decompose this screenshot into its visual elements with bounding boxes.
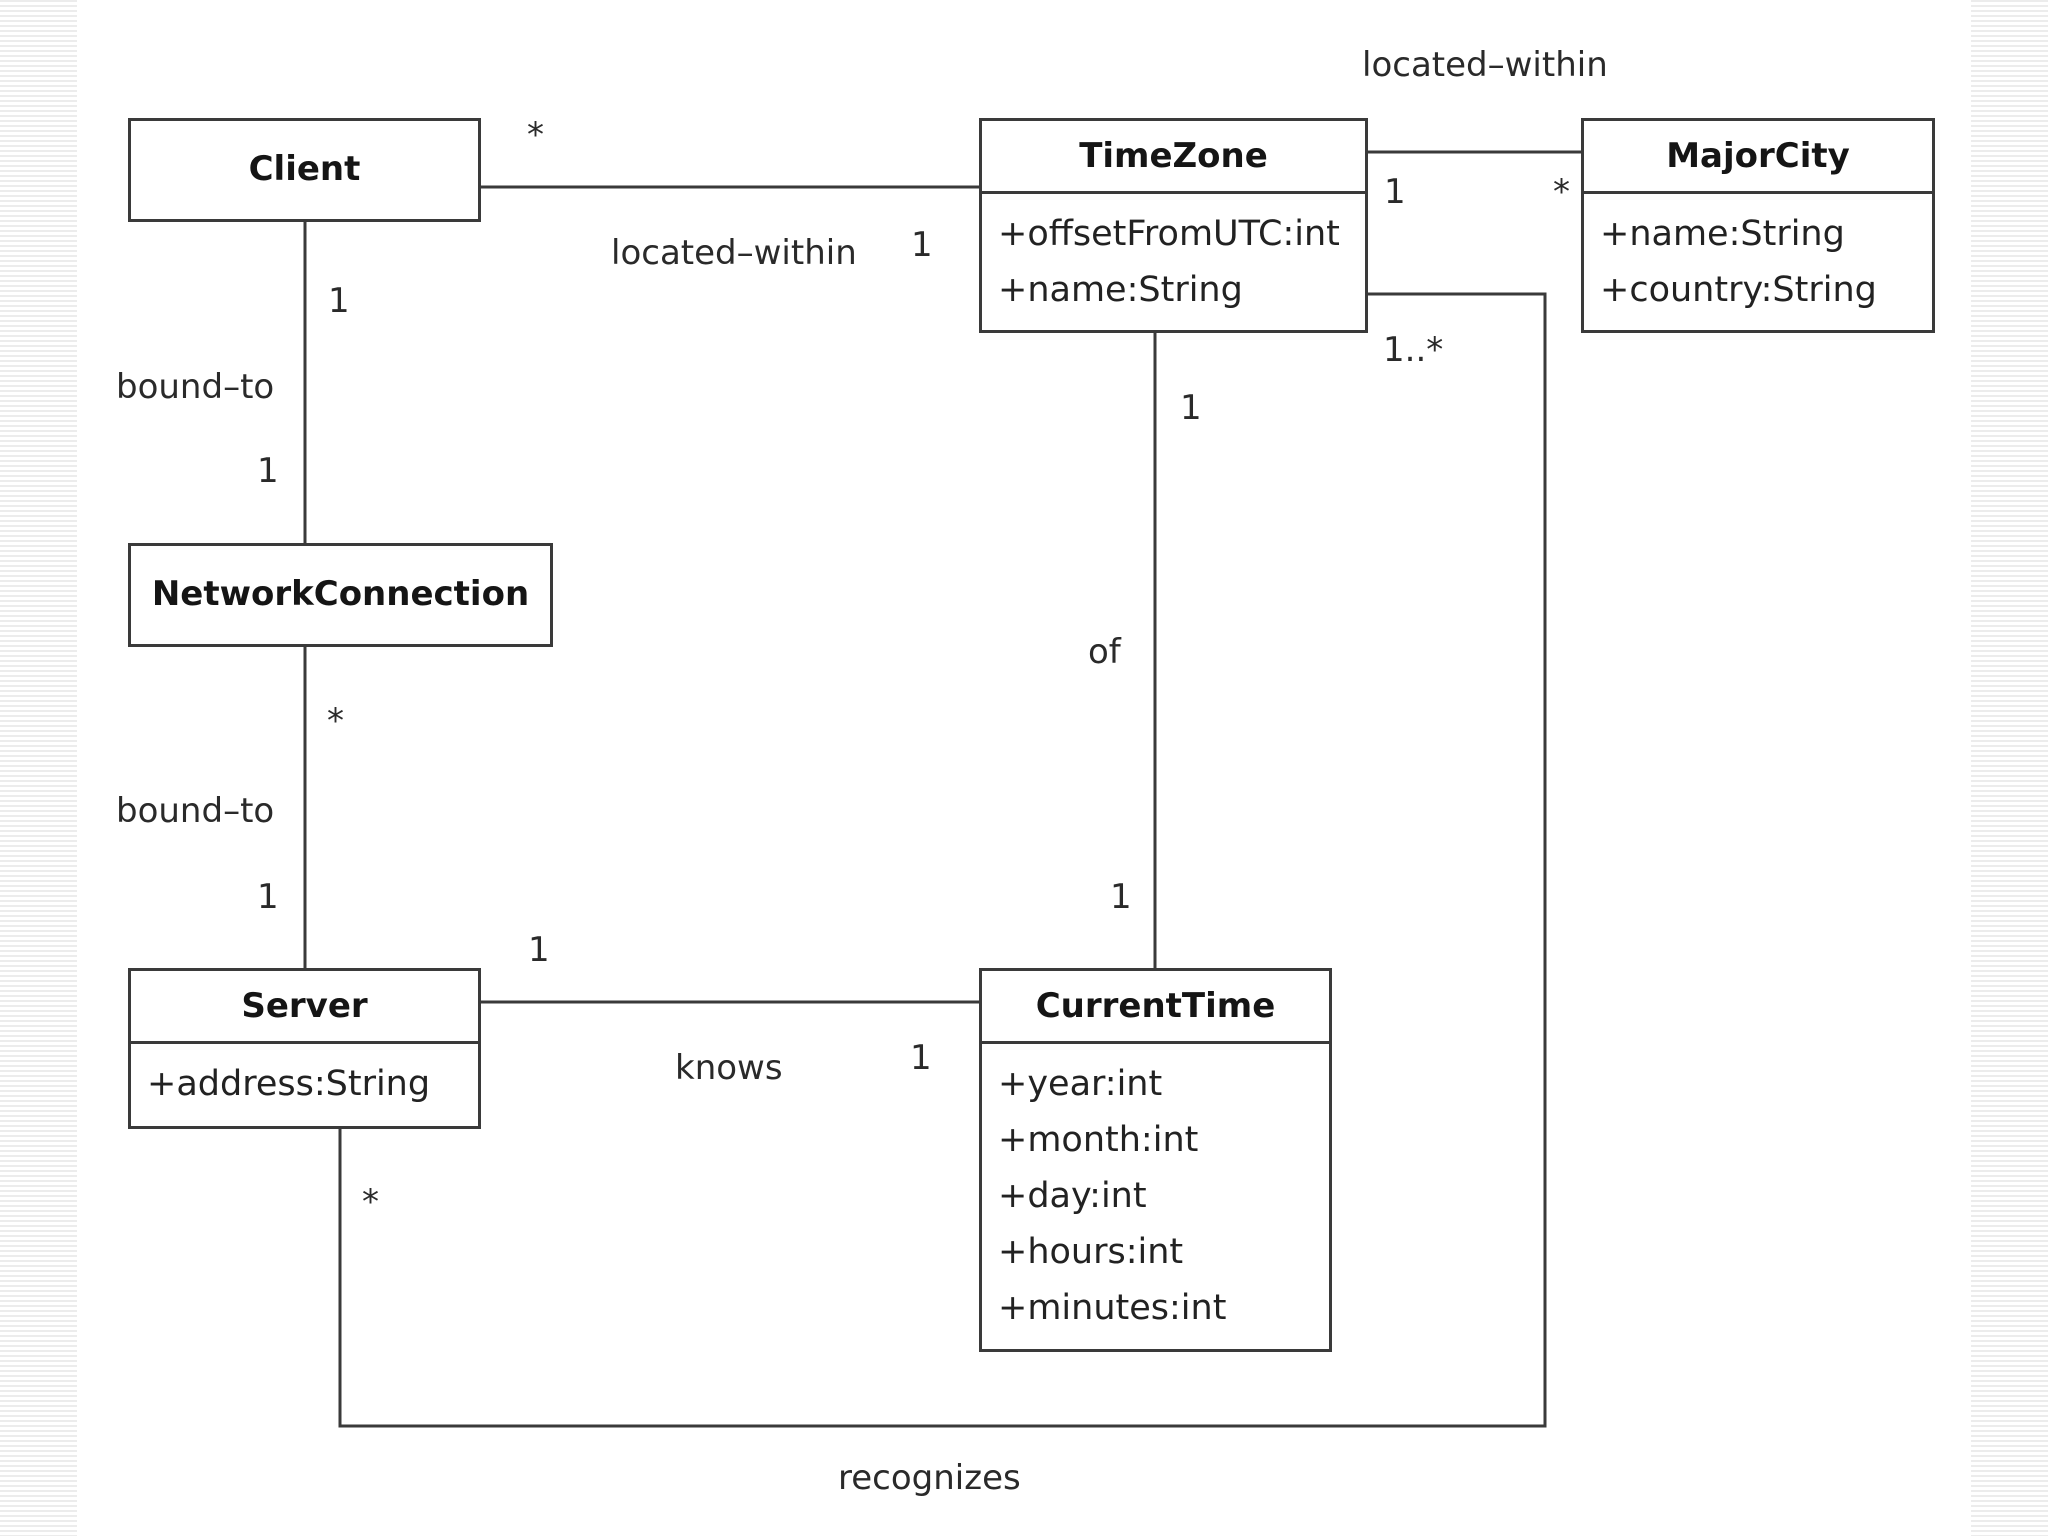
attribute-list: +name:String +country:String [1584, 194, 1932, 318]
timezone-majorcity-association-name: located–within [1362, 45, 1608, 85]
attribute-list: +year:int +month:int +day:int +hours:int… [982, 1044, 1329, 1336]
client-network-association-name: bound–to [116, 367, 275, 407]
multiplicity-client-to-network: 1 [328, 281, 350, 321]
multiplicity-server-to-timezone: * [362, 1182, 379, 1222]
attribute-offset-from-utc: +offsetFromUTC:int [998, 214, 1340, 254]
attribute-month: +month:int [998, 1120, 1199, 1160]
attribute-name: +name:String [1600, 214, 1845, 254]
class-name: CurrentTime [982, 971, 1329, 1044]
server-class[interactable]: Server +address:String [128, 968, 481, 1129]
multiplicity-timezone-from-client: 1 [911, 225, 933, 265]
attribute-year: +year:int [998, 1064, 1163, 1104]
network-connection-class[interactable]: NetworkConnection [128, 543, 553, 647]
attribute-day: +day:int [998, 1176, 1147, 1216]
attribute-list: +offsetFromUTC:int +name:String [982, 194, 1365, 318]
right-stripe-border [1971, 0, 2048, 1536]
timezone-class[interactable]: TimeZone +offsetFromUTC:int +name:String [979, 118, 1368, 333]
attribute-address: +address:String [147, 1064, 431, 1104]
multiplicity-majorcity-from-timezone: * [1553, 172, 1570, 212]
multiplicity-client-to-timezone: * [527, 115, 544, 155]
multiplicity-timezone-to-currenttime: 1 [1180, 388, 1202, 428]
class-name: Client [248, 149, 361, 189]
multiplicity-network-to-server: * [327, 701, 344, 741]
attribute-country: +country:String [1600, 270, 1877, 310]
multiplicity-currenttime-from-server: 1 [910, 1038, 932, 1078]
attribute-minutes: +minutes:int [998, 1288, 1227, 1328]
multiplicity-server-to-currenttime: 1 [528, 930, 550, 970]
class-name: TimeZone [982, 121, 1365, 194]
multiplicity-timezone-to-majorcity: 1 [1384, 172, 1406, 212]
class-name: NetworkConnection [151, 574, 530, 614]
multiplicity-network-from-client: 1 [257, 451, 279, 491]
attribute-hours: +hours:int [998, 1232, 1184, 1272]
client-class[interactable]: Client [128, 118, 481, 222]
server-timezone-line [338, 292, 1547, 1428]
multiplicity-server-from-network: 1 [257, 877, 279, 917]
server-timezone-association-name: recognizes [838, 1458, 1021, 1498]
timezone-currenttime-association-name: of [1088, 632, 1121, 672]
client-timezone-association-name: located–within [611, 233, 857, 273]
major-city-class[interactable]: MajorCity +name:String +country:String [1581, 118, 1935, 333]
multiplicity-currenttime-from-timezone: 1 [1110, 877, 1132, 917]
attribute-name: +name:String [998, 270, 1243, 310]
multiplicity-timezone-from-server: 1..* [1383, 330, 1444, 370]
left-stripe-border [0, 0, 77, 1536]
network-server-association-name: bound–to [116, 791, 275, 831]
current-time-class[interactable]: CurrentTime +year:int +month:int +day:in… [979, 968, 1332, 1352]
class-name: MajorCity [1584, 121, 1932, 194]
server-currenttime-association-name: knows [675, 1048, 783, 1088]
class-name: Server [131, 971, 478, 1044]
attribute-list: +address:String [131, 1044, 478, 1112]
